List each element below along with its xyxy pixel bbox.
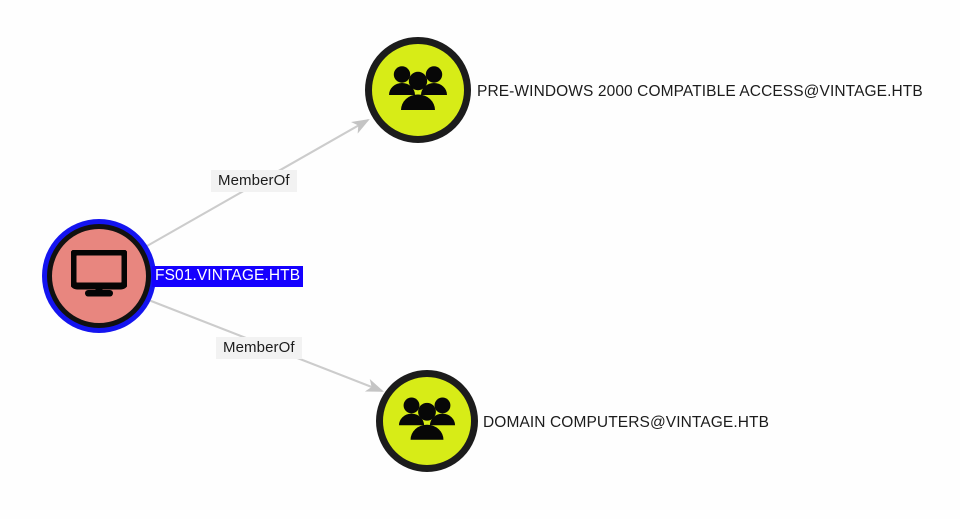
edge-label-memberof-domaincomputers[interactable]: MemberOf [216,337,302,359]
computer-monitor-icon [69,248,129,303]
edge-label-memberof-prewindows[interactable]: MemberOf [211,170,297,192]
node-group-pre-windows-2000[interactable] [365,37,471,143]
node-computer-fs01[interactable] [47,224,151,328]
group-people-icon [397,396,457,446]
node-label-fs01[interactable]: FS01.VINTAGE.HTB [152,266,304,287]
node-group-domain-computers[interactable] [376,370,478,472]
group-people-icon [387,65,449,116]
node-label-pre-windows-2000[interactable]: PRE-WINDOWS 2000 COMPATIBLE ACCESS@VINTA… [477,83,923,100]
node-label-domain-computers[interactable]: DOMAIN COMPUTERS@VINTAGE.HTB [483,414,770,431]
